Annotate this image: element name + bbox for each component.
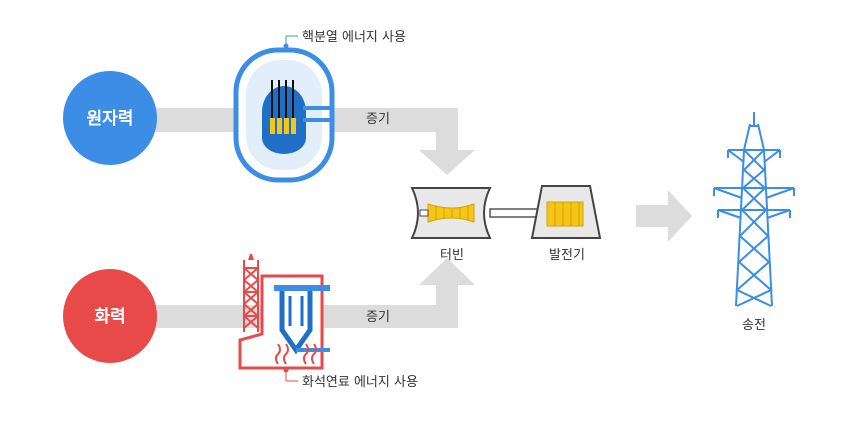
steam-label-top: 증기	[366, 112, 390, 127]
steam-arrow-bottom	[155, 258, 475, 328]
thermal-callout-text: 화석연료 에너지 사용	[302, 375, 418, 390]
nuclear-source-label: 원자력	[87, 109, 134, 129]
turbine-generator-shaft	[489, 208, 541, 218]
output-arrow	[636, 190, 692, 242]
thermal-source-label: 화력	[94, 307, 125, 327]
thermal-callout-dot	[283, 367, 289, 373]
generator-icon	[530, 185, 602, 239]
transmission-tower-icon	[713, 112, 795, 307]
nuclear-callout-dot	[283, 43, 289, 49]
thermal-source-circle	[63, 269, 157, 363]
transmission-label: 송전	[742, 318, 766, 333]
nuclear-callout-text: 핵분열 에너지 사용	[302, 30, 406, 45]
thermal-plant-icon	[238, 254, 330, 370]
nuclear-source-circle	[63, 71, 157, 165]
turbine-icon	[410, 187, 492, 239]
turbine-label: 터빈	[440, 248, 464, 263]
reactor-icon	[233, 47, 335, 183]
steam-label-bottom: 증기	[366, 310, 390, 325]
generator-label: 발전기	[549, 248, 585, 263]
